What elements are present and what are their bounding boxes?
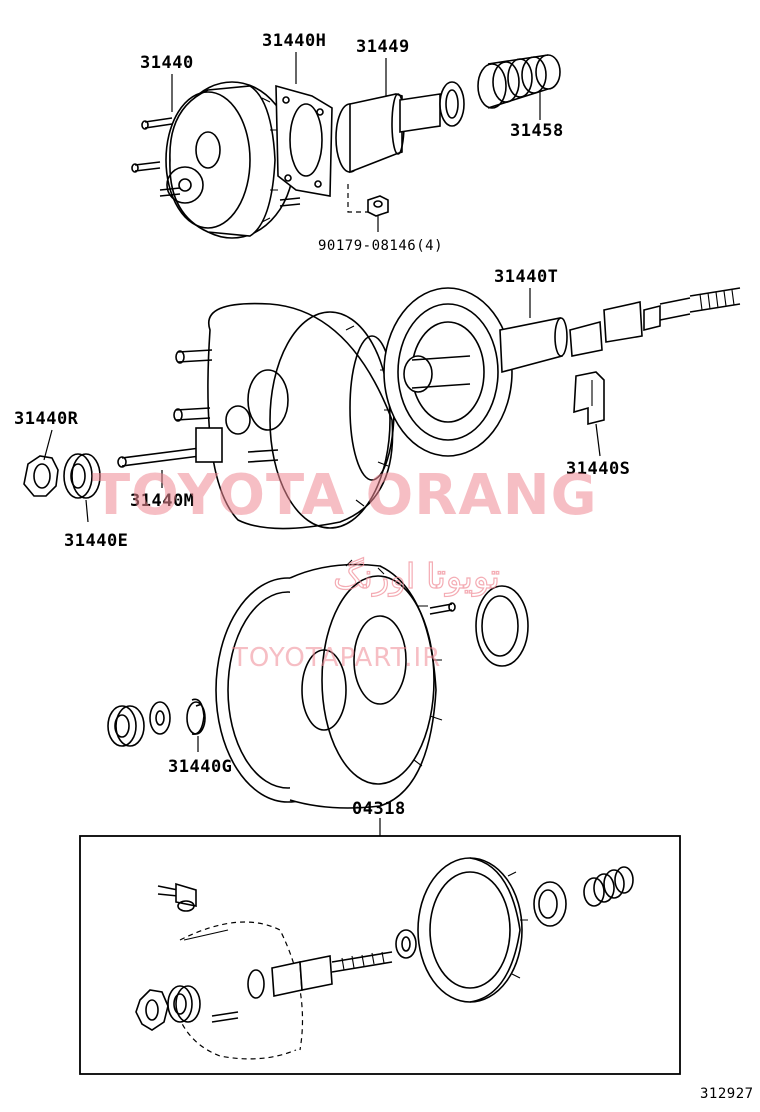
drawing-number: 312927 [700, 1086, 754, 1102]
watermark-url: TOYOTAPART.IR [231, 643, 441, 673]
label-31440: 31440 [140, 53, 194, 73]
kit-04318-illustration [135, 857, 634, 1060]
booster-body-illustration [23, 287, 741, 530]
label-31458: 31458 [510, 121, 564, 141]
label-31440h: 31440H [262, 31, 326, 51]
label-31440m: 31440M [130, 491, 194, 511]
label-31440g: 31440G [168, 757, 232, 777]
rear-housing-illustration [107, 559, 529, 809]
label-31440e: 31440E [64, 531, 128, 551]
label-31440t: 31440T [494, 267, 558, 287]
label-04318: 04318 [352, 799, 406, 819]
label-31440r: 31440R [14, 409, 79, 429]
label-31449: 31449 [356, 37, 410, 57]
label-90179-08146: 90179-08146(4) [318, 238, 443, 254]
kit-frame [79, 835, 681, 1075]
label-31440s: 31440S [566, 459, 630, 479]
watermark-brand: TOYOTA ORANG [92, 463, 598, 528]
watermark-farsi: تویوتا اورنگ [333, 557, 500, 597]
booster-assembly-illustration [131, 54, 561, 239]
